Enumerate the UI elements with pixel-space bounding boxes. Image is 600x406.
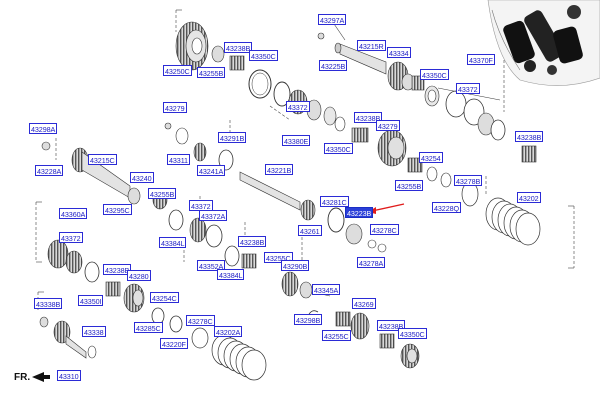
part-label-43269[interactable]: 43269	[352, 298, 376, 309]
part-label-43338[interactable]: 43338	[82, 326, 106, 337]
transmission-inset	[487, 0, 600, 86]
part-label-43238b[interactable]: 43238B	[224, 42, 253, 53]
bearing-right	[521, 145, 537, 163]
gear-43372a	[168, 209, 257, 269]
part-label-43254[interactable]: 43254	[419, 152, 443, 163]
part-label-43221b[interactable]: 43221B	[265, 164, 294, 175]
part-label-43350c[interactable]: 43350C	[249, 50, 278, 61]
part-label-43238b[interactable]: 43238B	[103, 264, 132, 275]
part-label-43350i[interactable]: 43350I	[78, 295, 104, 306]
part-label-43255c[interactable]: 43255C	[322, 330, 351, 341]
part-label-43255b[interactable]: 43255B	[395, 180, 424, 191]
part-label-43350c[interactable]: 43350C	[420, 69, 449, 80]
part-label-43384l[interactable]: 43384L	[217, 269, 245, 280]
gear-cluster-middle	[273, 81, 346, 132]
part-label-43285c[interactable]: 43285C	[134, 322, 163, 333]
part-label-43352a[interactable]: 43352A	[197, 260, 226, 271]
part-label-43345a[interactable]: 43345A	[312, 284, 341, 295]
parts-43290b	[281, 271, 331, 299]
output-shaft-43215r	[317, 32, 440, 107]
shaft-43310	[39, 316, 97, 359]
part-label-43334[interactable]: 43334	[387, 47, 411, 58]
large-gear-43250c	[175, 21, 209, 71]
part-label-43380e[interactable]: 43380E	[282, 135, 311, 146]
clutch-plates-43202a	[191, 327, 267, 381]
part-label-43281c[interactable]: 43281C	[320, 196, 349, 207]
part-label-43350c[interactable]: 43350C	[398, 328, 427, 339]
part-label-43350c[interactable]: 43350C	[324, 143, 353, 154]
part-label-43279[interactable]: 43279	[376, 120, 400, 131]
part-label-43370f[interactable]: 43370F	[467, 54, 495, 65]
part-label-43238b[interactable]: 43238B	[515, 131, 544, 142]
part-label-43241a[interactable]: 43241A	[197, 165, 226, 176]
part-label-43311[interactable]: 43311	[167, 154, 190, 165]
part-label-43278c[interactable]: 43278C	[370, 224, 399, 235]
part-label-43238b[interactable]: 43238B	[354, 112, 383, 123]
part-label-43290b[interactable]: 43290B	[281, 260, 310, 271]
part-label-43228q[interactable]: 43228Q	[432, 202, 461, 213]
part-label-43255b[interactable]: 43255B	[148, 188, 177, 199]
part-label-43278a[interactable]: 43278A	[357, 257, 386, 268]
part-label-43228a[interactable]: 43228A	[35, 165, 64, 176]
gear-43280	[105, 281, 183, 333]
part-label-43240[interactable]: 43240	[130, 172, 154, 183]
part-label-43338b[interactable]: 43338B	[34, 298, 63, 309]
part-label-43225b[interactable]: 43225B	[319, 60, 348, 71]
main-shaft-43221b	[239, 171, 387, 253]
clutch-plates-43202	[461, 181, 541, 246]
part-label-43279[interactable]: 43279	[163, 102, 187, 113]
part-label-43255c[interactable]: 43255C	[264, 252, 293, 263]
part-label-43372[interactable]: 43372	[286, 101, 310, 112]
part-label-43220f[interactable]: 43220F	[160, 338, 188, 349]
part-label-43360a[interactable]: 43360A	[59, 208, 88, 219]
part-label-43384l[interactable]: 43384L	[159, 237, 187, 248]
part-label-43238b[interactable]: 43238B	[238, 236, 267, 247]
part-label-43215r[interactable]: 43215R	[357, 40, 386, 51]
gear-43269	[307, 310, 420, 369]
part-label-43372[interactable]: 43372	[456, 83, 480, 94]
part-label-43372a[interactable]: 43372A	[199, 210, 228, 221]
part-label-43261[interactable]: 43261	[298, 225, 322, 236]
highlight-arrow	[368, 203, 405, 214]
front-direction-arrow	[32, 372, 50, 382]
part-label-43215c[interactable]: 43215C	[88, 154, 117, 165]
part-label-43238b[interactable]: 43238B	[377, 320, 406, 331]
part-label-43278c[interactable]: 43278C	[186, 315, 215, 326]
part-label-43202a[interactable]: 43202A	[214, 326, 243, 337]
part-label-43278b[interactable]: 43278B	[454, 175, 483, 186]
part-label-43202[interactable]: 43202	[517, 192, 541, 203]
part-label-43254c[interactable]: 43254C	[150, 292, 179, 303]
part-label-43297a[interactable]: 43297A	[318, 14, 347, 25]
part-label-43223b-highlighted[interactable]: 43223B	[345, 207, 374, 218]
front-direction-label: FR.	[14, 372, 31, 383]
part-label-43298b[interactable]: 43298B	[294, 314, 323, 325]
part-label-43295c[interactable]: 43295C	[103, 204, 132, 215]
part-label-43298a[interactable]: 43298A	[29, 123, 58, 134]
part-label-43255b[interactable]: 43255B	[197, 67, 226, 78]
clutch-pack-43370f	[437, 87, 506, 141]
gear-43360a	[47, 239, 100, 283]
part-label-43291b[interactable]: 43291B	[218, 132, 247, 143]
part-label-43310[interactable]: 43310	[57, 370, 81, 381]
bearing-top-left	[211, 45, 272, 99]
part-label-43250c[interactable]: 43250C	[163, 65, 192, 76]
part-label-43372[interactable]: 43372	[59, 232, 83, 243]
part-label-43280[interactable]: 43280	[127, 270, 151, 281]
